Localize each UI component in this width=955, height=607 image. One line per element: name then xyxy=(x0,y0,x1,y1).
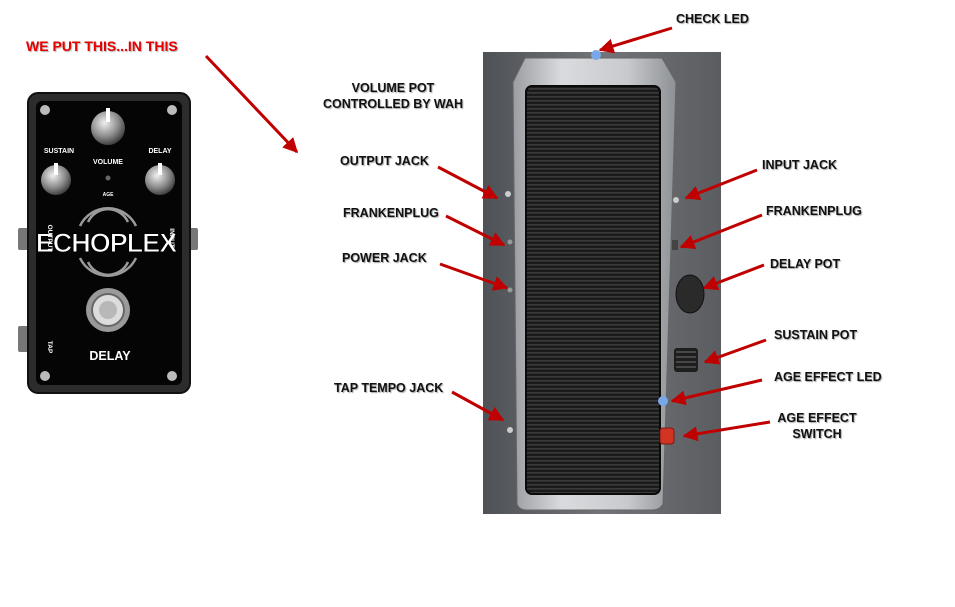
check-led-icon xyxy=(591,50,601,60)
sustain-pot-label: SUSTAIN POT xyxy=(774,328,858,342)
screw-icon xyxy=(40,371,50,381)
callout-arrows xyxy=(204,26,771,442)
age-effect-led-icon xyxy=(658,396,668,406)
headline: WE PUT THIS...IN THIS xyxy=(26,38,178,54)
input-jack-icon xyxy=(673,197,679,203)
output-jack-arrow xyxy=(437,165,499,200)
delay-pot-label: DELAY POT xyxy=(770,257,841,271)
frankenplug-right-arrow xyxy=(679,213,763,250)
tap-tempo-jack-arrow xyxy=(451,390,505,422)
footswitch-icon xyxy=(86,288,130,332)
sustain-knob-icon xyxy=(41,163,71,195)
volume-pot-label: VOLUME POT CONTROLLED BY WAH xyxy=(322,81,464,111)
brand-logo: ECHOPLEX xyxy=(36,228,178,258)
power-jack-icon xyxy=(507,287,513,293)
age-led-icon xyxy=(105,175,111,181)
delay-knob-icon xyxy=(145,163,175,195)
delay-pot-knob-icon xyxy=(675,274,705,314)
screw-icon xyxy=(167,371,177,381)
frankenplug-left-arrow xyxy=(445,214,506,247)
frankenplug-left-icon xyxy=(507,239,513,245)
wah-pedal-photo xyxy=(483,52,721,514)
output-label: OUTPUT xyxy=(46,225,53,252)
age-effect-switch-label: AGE EFFECT SWITCH xyxy=(777,411,857,441)
age-effect-switch-arrow xyxy=(682,420,771,442)
delay-pot-arrow xyxy=(702,263,765,291)
age-effect-led-arrow xyxy=(670,378,763,406)
power-jack-label: POWER JACK xyxy=(342,251,427,265)
volume-label: VOLUME xyxy=(93,159,123,166)
tap-tempo-jack-icon xyxy=(507,427,513,433)
frankenplug-left-label: FRANKENPLUG xyxy=(343,206,439,220)
delay-label: DELAY xyxy=(148,148,171,155)
frankenplug-right-icon xyxy=(672,240,678,250)
screw-icon xyxy=(167,105,177,115)
sustain-pot-knob-icon xyxy=(674,348,698,372)
model-label: DELAY xyxy=(89,349,131,363)
output-jack-label: OUTPUT JACK xyxy=(340,154,429,168)
sustain-label: SUSTAIN xyxy=(44,148,74,155)
age-effect-switch-icon xyxy=(659,427,675,445)
check-led-label: CHECK LED xyxy=(676,12,749,26)
tap-label: TAP xyxy=(46,341,53,354)
input-jack-label: INPUT JACK xyxy=(762,158,838,172)
input-jack-arrow xyxy=(684,168,758,201)
input-label: INPUT xyxy=(168,228,175,248)
volume-knob-icon xyxy=(91,108,125,145)
headline-arrow xyxy=(204,54,299,154)
echoplex-pedal: SUSTAIN VOLUME DELAY AGE ECHOPLEX OUTPUT… xyxy=(18,92,198,394)
screw-icon xyxy=(40,105,50,115)
treadle-rubber xyxy=(525,85,661,495)
power-jack-arrow xyxy=(439,262,509,291)
sustain-pot-arrow xyxy=(703,338,767,365)
output-jack-icon xyxy=(505,191,511,197)
frankenplug-right-label: FRANKENPLUG xyxy=(766,204,862,218)
check-led-arrow xyxy=(598,26,673,54)
age-label: AGE xyxy=(103,192,115,198)
tap-tempo-jack-label: TAP TEMPO JACK xyxy=(334,381,444,395)
age-effect-led-label: AGE EFFECT LED xyxy=(774,370,882,384)
radio-waves-icon xyxy=(78,207,138,277)
